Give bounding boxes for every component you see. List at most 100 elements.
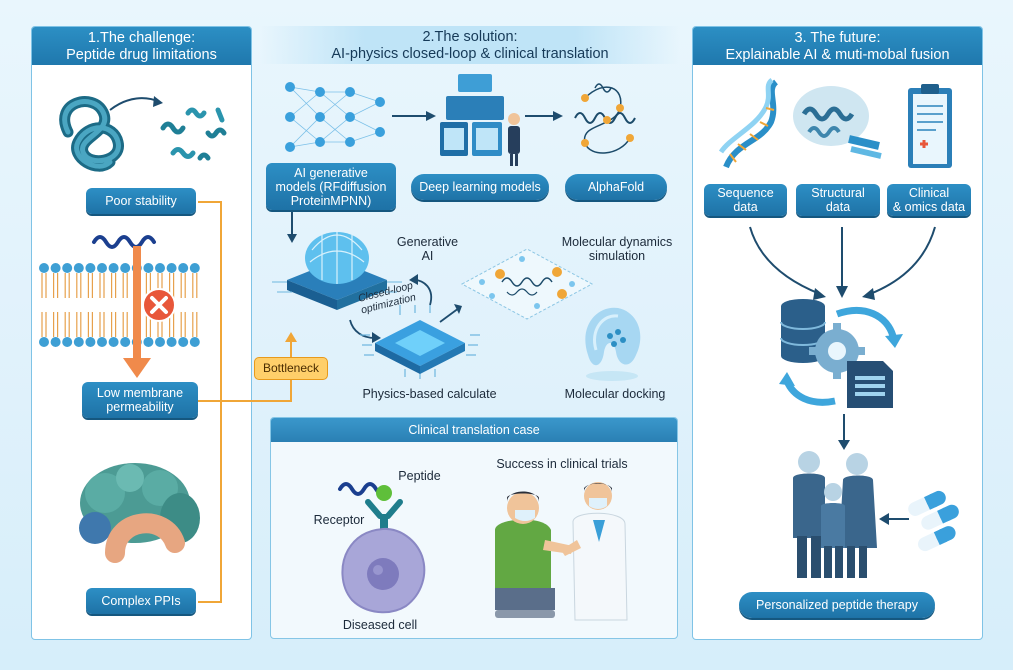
data-fusion-icon xyxy=(779,299,903,408)
lipid-tail xyxy=(76,312,82,337)
arrow-down-icon xyxy=(287,212,297,243)
poor-stability-tag: Poor stability xyxy=(86,188,196,214)
blocked-x-icon xyxy=(142,288,176,322)
lipid-tail xyxy=(111,273,117,298)
lipid-tail xyxy=(111,312,117,337)
challenge-title-line2: Peptide drug limitations xyxy=(66,47,217,63)
lipid-head xyxy=(73,263,84,273)
protein-complex-icon xyxy=(79,463,200,563)
lipid-head xyxy=(178,263,189,273)
clinical-omics-line1: Clinical xyxy=(908,186,950,200)
lipid-head xyxy=(108,263,119,273)
clinical-trial-scene-icon xyxy=(495,482,628,621)
folded-protein-icon xyxy=(59,96,124,172)
lipid-tail xyxy=(192,312,198,337)
molecular-docking-icon xyxy=(585,307,641,381)
molecular-dynamics-line2: simulation xyxy=(588,249,646,263)
lipid-tail xyxy=(99,312,105,337)
lipid-tail xyxy=(122,312,128,337)
solution-title-line1: 2.The solution: xyxy=(422,29,518,45)
complex-ppis-tag: Complex PPIs xyxy=(86,588,196,614)
lipid-head xyxy=(189,263,200,273)
lipid-tail xyxy=(53,273,59,298)
future-title-line1: 3. The future: xyxy=(794,30,881,46)
lipid-head xyxy=(120,263,131,273)
deep-learning-tag: Deep learning models xyxy=(411,174,549,200)
deep-learning-server-icon xyxy=(440,74,520,166)
lipid-head xyxy=(155,263,165,273)
lipid-head xyxy=(178,337,189,347)
closed-loop-arrows xyxy=(349,274,462,343)
low-permeability-line1: Low membrane xyxy=(96,386,184,400)
lipid-head xyxy=(143,337,154,347)
diseased-cell-icon xyxy=(341,527,426,614)
unfolded-fragments-icon xyxy=(160,107,227,161)
clinical-success-label: Success in clinical trials xyxy=(496,457,628,471)
lipid-head xyxy=(166,263,177,273)
generative-ai-line1: Generative xyxy=(396,235,459,249)
lipid-head xyxy=(166,337,177,347)
lipid-tail xyxy=(41,273,47,298)
lipid-tail xyxy=(87,273,93,298)
solution-panel-header: 2.The solution: AI-physics closed-loop &… xyxy=(260,26,680,64)
lipid-tail xyxy=(99,273,105,298)
lipid-tail xyxy=(180,312,186,337)
neural-network-icon xyxy=(285,82,385,152)
generative-ai-brain-icon xyxy=(272,232,402,310)
lipid-tail xyxy=(192,273,198,298)
lipid-head xyxy=(120,337,131,347)
sequence-data-line1: Sequence xyxy=(717,186,774,200)
protein-structure-icon xyxy=(793,86,882,159)
arrow-right-icon xyxy=(109,96,163,111)
molecular-docking-label: Molecular docking xyxy=(564,387,666,401)
physics-calculate-label: Physics-based calculate xyxy=(362,387,497,401)
ai-generative-line3: ProteinMPNN) xyxy=(290,193,372,208)
ai-generative-line2: models (RFdiffusion xyxy=(275,179,387,194)
molecular-dynamics-icon xyxy=(460,248,594,320)
lipid-tail xyxy=(180,273,186,298)
personalized-therapy-tag: Personalized peptide therapy xyxy=(739,592,935,618)
alphafold-tag: AlphaFold xyxy=(565,174,667,200)
lipid-tail xyxy=(64,312,70,337)
generative-ai-label: Generative AI xyxy=(390,235,465,263)
clinical-clipboard-icon xyxy=(908,84,952,168)
future-panel-header: 3. The future: Explainable AI & muti-mob… xyxy=(693,27,982,65)
clinical-omics-line2: & omics data xyxy=(892,200,966,214)
lipid-head xyxy=(85,337,96,347)
lipid-head xyxy=(97,263,107,273)
low-permeability-line2: permeability xyxy=(106,400,174,414)
structural-data-line2: data xyxy=(825,200,851,214)
ai-generative-line1: AI generative xyxy=(294,165,368,180)
low-permeability-tag: Low membrane permeability xyxy=(82,382,198,418)
lipid-head xyxy=(62,263,73,273)
lipid-head xyxy=(50,263,61,273)
lipid-tail xyxy=(41,312,47,337)
lipid-tail xyxy=(122,273,128,298)
molecular-dynamics-line1: Molecular dynamics xyxy=(561,235,673,249)
peptide-wave-icon xyxy=(92,235,156,249)
lipid-head xyxy=(62,337,73,347)
physics-chip-icon xyxy=(360,305,480,379)
molecular-dynamics-label: Molecular dynamics simulation xyxy=(552,235,682,263)
arrow-right-icon xyxy=(525,111,563,121)
lipid-tail xyxy=(64,273,70,298)
challenge-title-line1: 1.The challenge: xyxy=(87,30,196,46)
future-title-line2: Explainable AI & muti-mobal fusion xyxy=(725,47,950,63)
lipid-head xyxy=(73,337,84,347)
lipid-head xyxy=(189,337,200,347)
lipid-head xyxy=(85,263,96,273)
sequence-data-tag: Sequence data xyxy=(704,184,787,216)
dna-helix-icon xyxy=(718,78,779,169)
lipid-head xyxy=(50,337,61,347)
lipid-head xyxy=(97,337,107,347)
arrow-down-icon xyxy=(838,414,850,450)
lipid-head xyxy=(155,337,165,347)
generative-ai-line2: AI xyxy=(421,249,434,263)
lipid-tail xyxy=(53,312,59,337)
receptor-label: Receptor xyxy=(313,513,365,527)
lipid-tail xyxy=(87,312,93,337)
clinical-omics-tag: Clinical & omics data xyxy=(887,184,971,216)
lipid-head xyxy=(39,337,49,347)
blocked-arrow-icon xyxy=(123,246,151,378)
clinical-case-header: Clinical translation case xyxy=(271,418,677,442)
